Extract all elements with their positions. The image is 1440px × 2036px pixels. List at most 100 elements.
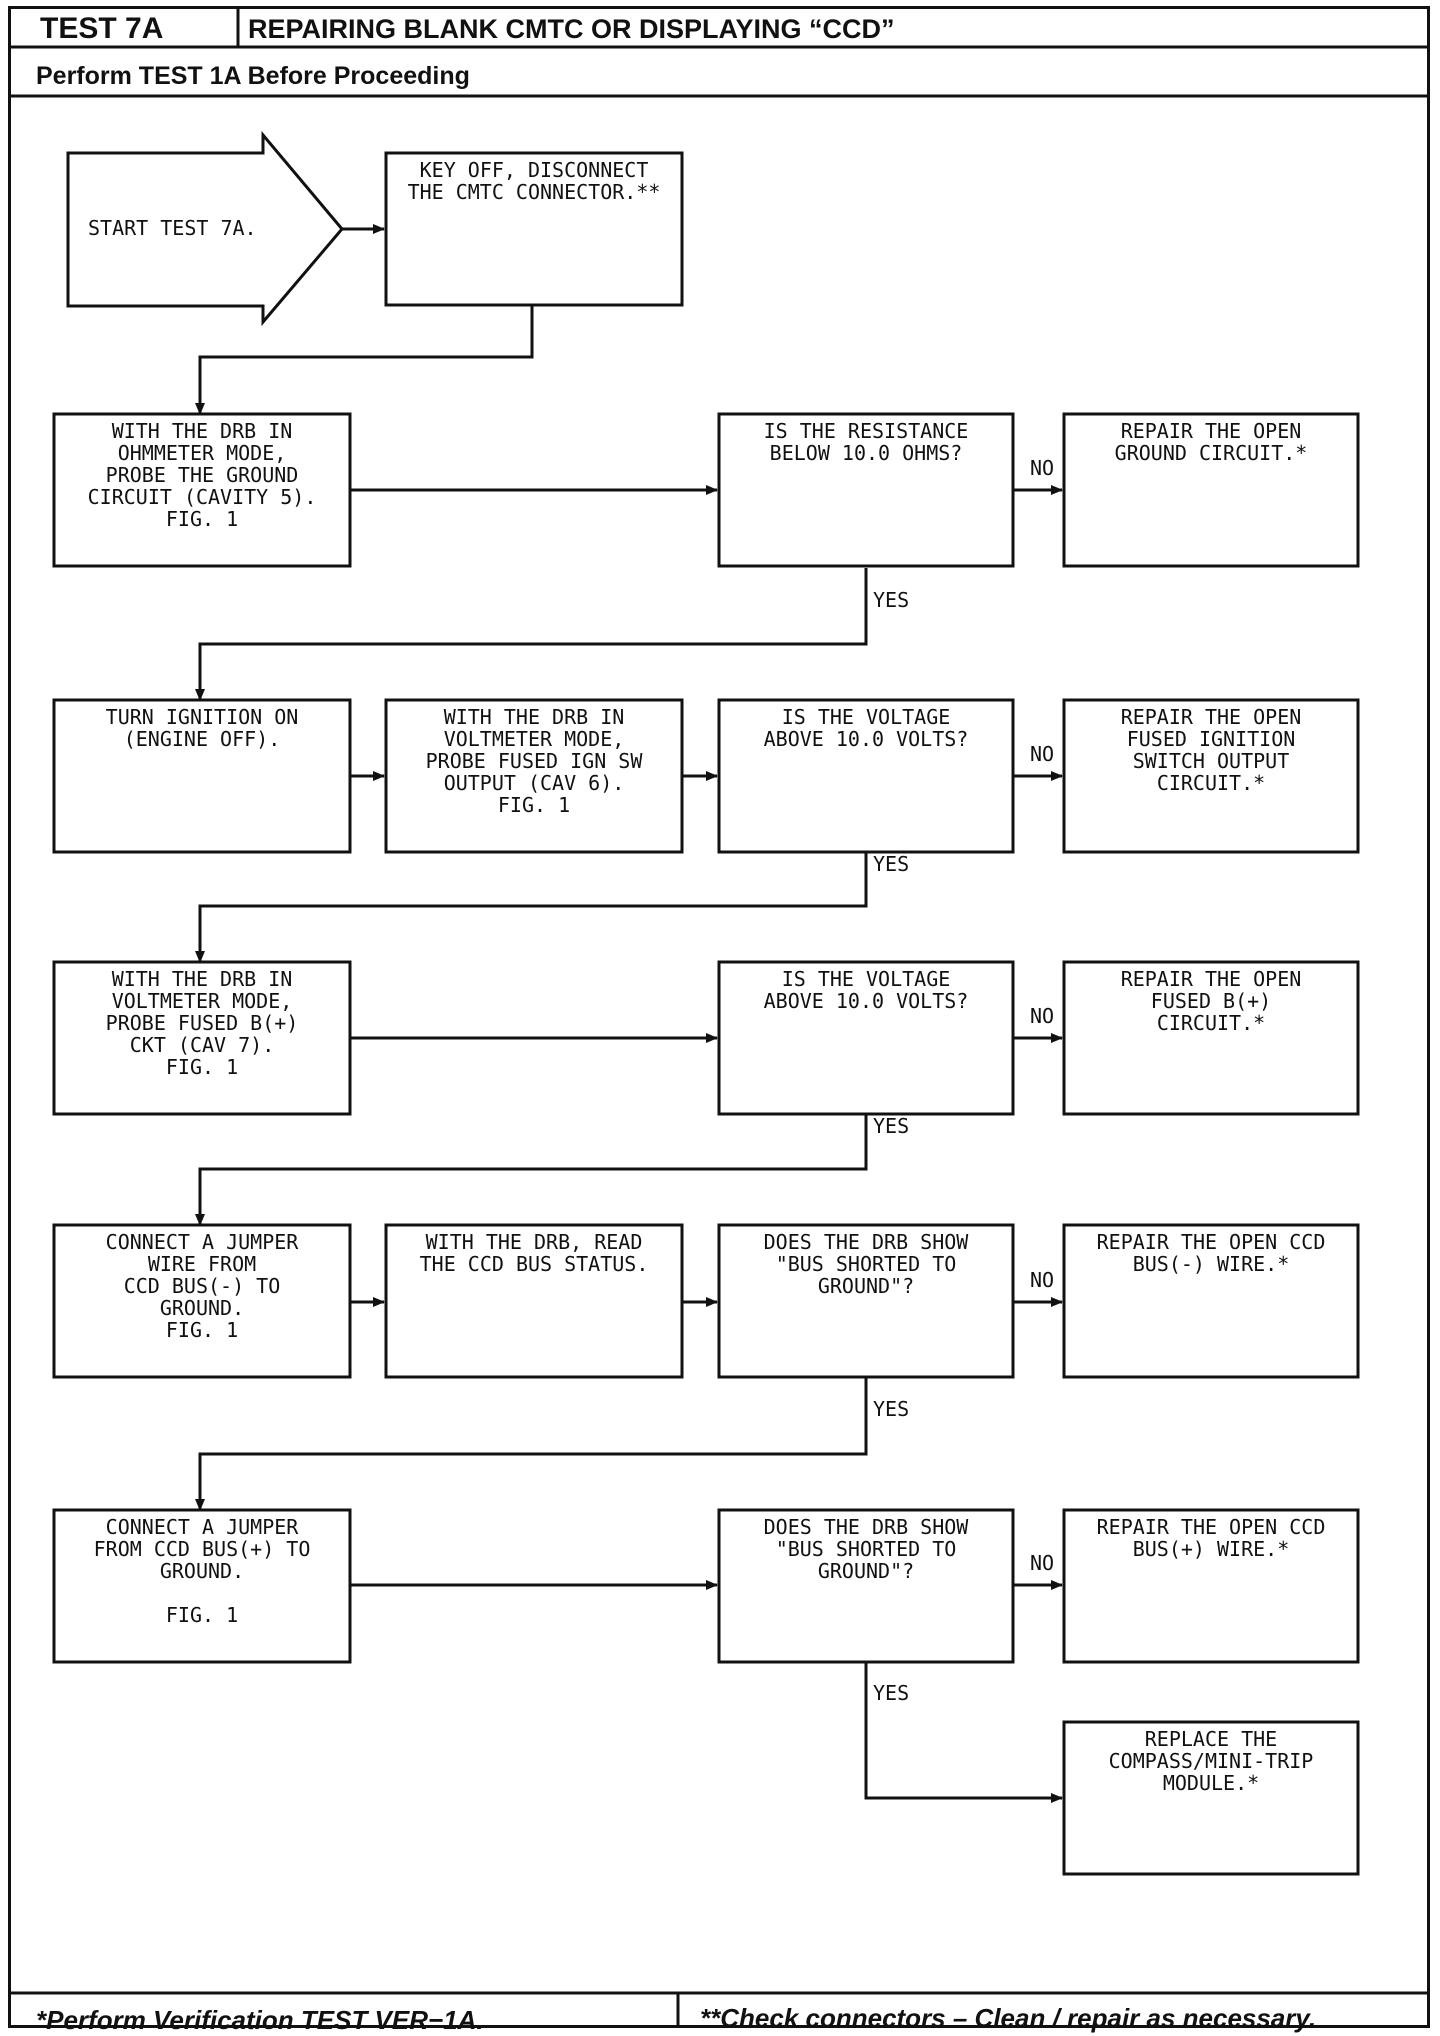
node-box (1062, 698, 1360, 854)
edge-busq-jumperplus (195, 1378, 868, 1511)
edge-vq2-jumper (195, 1114, 868, 1226)
start-node: START TEST 7A. (66, 130, 344, 327)
node-box (384, 1223, 684, 1379)
node-text-line: VOLTMETER MODE, (112, 989, 293, 1013)
node-text-line: IS THE VOLTAGE (782, 967, 951, 991)
node-text-line: THE CCD BUS STATUS. (420, 1252, 649, 1276)
node-text-line: KEY OFF, DISCONNECT (420, 158, 649, 182)
node-box (52, 1223, 352, 1379)
node-text-line: WITH THE DRB IN (112, 419, 293, 443)
node-box (717, 1508, 1015, 1664)
node-ignition-on: TURN IGNITION ON(ENGINE OFF). (52, 698, 352, 854)
node-text-line: PROBE FUSED IGN SW (426, 749, 644, 773)
node-text-line: FIG. 1 (498, 793, 570, 817)
edge-labels: NO YES NO YES NO YES NO YES NO YES (873, 456, 1054, 1705)
node-text-line: "BUS SHORTED TO (776, 1537, 957, 1561)
node-text-line: WITH THE DRB IN (444, 705, 625, 729)
node-text-line: REPAIR THE OPEN (1121, 419, 1302, 443)
node-text-line: BELOW 10.0 OHMS? (770, 441, 963, 465)
node-text-line: FROM CCD BUS(+) TO (94, 1537, 311, 1561)
node-text-line: COMPASS/MINI-TRIP (1109, 1749, 1314, 1773)
node-text-line: GROUND"? (818, 1274, 914, 1298)
node-text-line: FUSED B(+) (1151, 989, 1271, 1013)
node-text-line: WITH THE DRB IN (112, 967, 293, 991)
node-box (1062, 1223, 1360, 1379)
header-rules (9, 9, 1429, 2028)
node-text-line: OUTPUT (CAV 6). (444, 771, 625, 795)
node-text-line: GROUND. (160, 1296, 244, 1320)
node-text-line: CKT (CAV 7). (130, 1033, 275, 1057)
node-text-line: PROBE FUSED B(+) (106, 1011, 299, 1035)
node-text-line: FIG. 1 (166, 1055, 238, 1079)
page-title: REPAIRING BLANK CMTC OR DISPLAYING “CCD” (248, 14, 895, 44)
no-label: NO (1030, 742, 1054, 766)
edge-busq2-replace (864, 1661, 1063, 1803)
node-box (384, 698, 684, 854)
node-box (384, 151, 684, 307)
node-text-line: IS THE VOLTAGE (782, 705, 951, 729)
node-text-line: CONNECT A JUMPER (106, 1515, 300, 1539)
edge-vq1-bplus (195, 852, 868, 963)
node-text-line: REPLACE THE (1145, 1727, 1277, 1751)
node-box (1062, 412, 1360, 568)
node-text-line: SWITCH OUTPUT (1133, 749, 1290, 773)
node-text-line: MODULE.* (1163, 1771, 1259, 1795)
node-text-line: ABOVE 10.0 VOLTS? (764, 727, 969, 751)
yes-label: YES (873, 1397, 909, 1421)
node-text-line: (ENGINE OFF). (124, 727, 281, 751)
node-text-line: FIG. 1 (166, 1318, 238, 1342)
node-box (717, 412, 1015, 568)
yes-label: YES (873, 1681, 909, 1705)
yes-label: YES (873, 1114, 909, 1138)
yes-label: YES (873, 588, 909, 612)
node-text-line: REPAIR THE OPEN (1121, 705, 1302, 729)
node-box (1062, 1508, 1360, 1664)
node-text-line: REPAIR THE OPEN (1121, 967, 1302, 991)
node-text-line: FUSED IGNITION (1127, 727, 1296, 751)
node-box (1062, 1720, 1360, 1876)
node-text-line: WIRE FROM (148, 1252, 256, 1276)
node-text-line: REPAIR THE OPEN CCD (1097, 1515, 1326, 1539)
edge-keyoff-ground (195, 305, 534, 415)
node-text-line: BUS(+) WIRE.* (1133, 1537, 1290, 1561)
node-box (717, 960, 1015, 1116)
node-text-line: OHMMETER MODE, (118, 441, 287, 465)
no-label: NO (1030, 456, 1054, 480)
node-text-line: WITH THE DRB, READ (426, 1230, 643, 1254)
node-text-line: THE CMTC CONNECTOR.** (408, 180, 661, 204)
node-text-line: FIG. 1 (166, 1603, 238, 1627)
no-label: NO (1030, 1004, 1054, 1028)
node-text-line: CIRCUIT.* (1157, 1011, 1265, 1035)
node-text-line: "BUS SHORTED TO (776, 1252, 957, 1276)
yes-label: YES (873, 852, 909, 876)
test-label: TEST 7A (40, 12, 164, 45)
node-text-line: GROUND. (160, 1559, 244, 1583)
footer-note-connectors: **Check connectors – Clean / repair as n… (700, 2003, 1317, 2033)
node-text-line: ABOVE 10.0 VOLTS? (764, 989, 969, 1013)
node-box (1062, 960, 1360, 1116)
node-box (52, 960, 352, 1116)
node-text-line: CCD BUS(-) TO (124, 1274, 281, 1298)
node-text-line: BUS(-) WIRE.* (1133, 1252, 1290, 1276)
node-text-line: GROUND"? (818, 1559, 914, 1583)
node-text-line: PROBE THE GROUND (106, 463, 299, 487)
node-text-line: FIG. 1 (166, 507, 238, 531)
node-text-line: CONNECT A JUMPER (106, 1230, 300, 1254)
